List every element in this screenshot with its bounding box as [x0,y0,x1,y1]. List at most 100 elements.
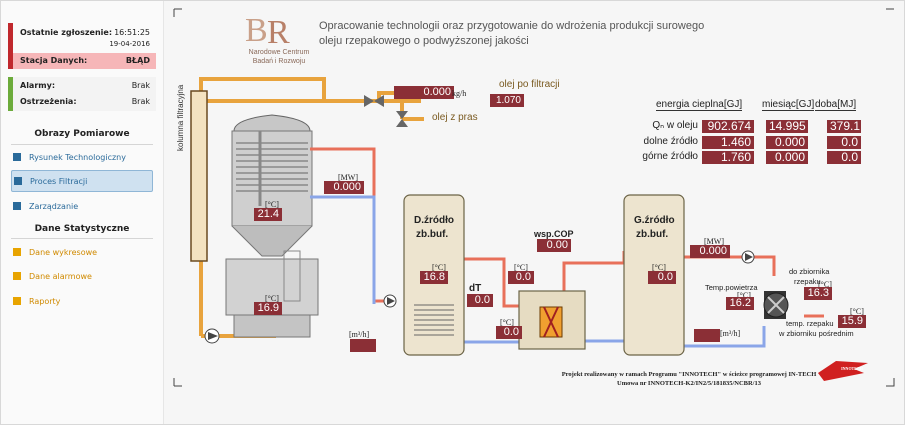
bar-chart-icon [13,297,21,305]
energy-table-header-heat: energia cieplna[GJ] [656,99,743,111]
filtered-oil-value: 1.070 [490,94,524,107]
energy-row-label: Qₙ w oleju [652,120,698,131]
energy-table-header-month: miesiąc[GJ] [762,99,815,111]
energy-row-value: 379.1 [827,120,861,133]
right-power-value: 0.000 [690,245,730,258]
valve-icon [364,95,384,107]
svg-text:R: R [267,14,290,49]
process-view: B R Narodowe Centrum Badań i Rozwoju Opr… [164,1,904,424]
t-hp-in: 0.0 [508,271,534,284]
frame-corners [173,8,895,387]
flow-left-value [350,339,376,352]
rapeseed-label2: w zbiorniku pośrednim [779,329,854,338]
to-tank-temp: 16.3 [804,287,832,300]
nav-item-label: Dane wykresowe [29,247,98,257]
t-hp-out-unit: [°C] [500,318,514,327]
tank-temp-bottom-unit: [°C] [265,294,279,303]
upper-source-temp-unit: [°C] [652,263,666,272]
svg-text:B: B [245,12,268,49]
energy-table-header-day: doba[MJ] [815,99,857,111]
energy-row-value: 0.000 [766,151,808,164]
footer-project-line: Projekt realizowany w ramach Programu "I… [561,371,817,378]
warnings-value: Brak [131,97,150,106]
flow-left-unit: [m³/h] [349,330,370,339]
energy-row-label: górne źródło [642,151,698,162]
nav-item-label: Zarządzanie [29,201,79,211]
rapeseed-temp: 15.9 [838,315,866,328]
nav-item-chart-data[interactable]: Dane wykresowe [11,242,151,262]
alarms-label: Alarmy: [20,81,56,90]
station-status: Stacja Danych: BŁĄD [8,53,156,69]
upper-source-temp: 0.0 [648,271,676,284]
cop-label: wsp.COP [534,229,574,239]
bar-chart-icon [13,248,21,256]
divider [11,144,153,145]
flow-right-value [694,329,720,342]
flow-right-unit: [m³/h] [720,329,741,338]
nav-item-alarm-data[interactable]: Dane alarmowe [11,266,151,286]
energy-row-value: 1.760 [702,151,754,164]
column-label: kolumna filtracyjna [176,84,185,151]
tank-temp-top-unit: [°C] [265,200,279,209]
nav-item-label: Dane alarmowe [29,271,92,281]
nav-section-measurements-title: Obrazy Pomiarowe [34,129,130,139]
chart-icon [13,153,21,161]
warnings-label: Ostrzeżenia: [20,97,77,106]
tank-power-value: 0.000 [324,181,364,194]
dt-value: 0.0 [467,294,493,307]
tank-power-unit: [MW] [338,173,358,182]
to-tank-unit: [°C] [818,280,832,289]
energy-row-value: 0.0 [827,151,861,164]
alarm-status: Alarmy: Brak Ostrzeżenia: Brak [8,77,156,111]
innotech-logo-icon [818,361,868,381]
energy-row-value: 1.460 [702,136,754,149]
logo-line2: Badań i Rozwoju [252,58,306,65]
to-tank-label1: do zbiornika [789,267,830,276]
rapeseed-unit: [°C] [850,307,864,316]
last-report-label: Ostatnie zgłoszenie: [20,28,113,37]
bar-chart-icon [13,272,21,280]
t-hp-out: 0.0 [496,326,522,339]
t-hp-in-unit: [°C] [514,263,528,272]
nav-item-reports[interactable]: Raporty [11,291,151,311]
lower-source-label2: zb.buf. [416,229,449,240]
process-diagram [190,77,868,381]
filtration-column [190,90,208,262]
tank-temp-top: 21.4 [254,208,282,221]
lower-source-label1: D.źródło [414,215,454,226]
energy-row-value: 0.0 [827,136,861,149]
nav-item-label: Proces Filtracji [30,176,88,186]
nav-item-management[interactable]: Zarządzanie [11,196,151,216]
cop-value: 0.00 [537,239,571,252]
divider [11,238,153,239]
dt-label: dT [469,283,482,294]
oil-flow-value: 0.000 [394,86,454,99]
innotech-logo-text: INNOTECH [841,366,863,371]
nav-item-filtration-process[interactable]: Proces Filtracji [11,170,153,192]
air-temp-unit: [°C] [737,291,751,300]
last-report-time: 16:51:25 [114,28,150,37]
air-temp-label: Temp.powietrza [705,283,758,292]
lower-source-temp-unit: [°C] [432,263,446,272]
footer-contract-line: Umowa nr INNOTECH-K2/IN2/5/181835/NCBR/1… [617,380,761,387]
sidebar: Ostatnie zgłoszenie: 16:51:25 19-04-2016… [1,1,164,424]
upper-source-label2: zb.buf. [636,229,669,240]
ncbr-logo-icon: B R [245,12,290,49]
energy-row-value: 0.000 [766,136,808,149]
nav-section-statistics-title: Dane Statystyczne [34,224,130,234]
air-temp: 16.2 [726,297,754,310]
oil-flow-unit: kg/h [452,89,467,98]
alarms-value: Brak [131,81,150,90]
lower-source-temp: 16.8 [420,271,448,284]
valve-icon [396,111,408,127]
status-bar [8,53,13,69]
energy-row-value: 14.995 [766,120,808,133]
right-power-unit: [MW] [704,237,724,246]
nav-item-technological-drawing[interactable]: Rysunek Technologiczny [11,147,151,167]
upper-source-label1: G.źródło [634,215,675,226]
press-oil-label: olej z pras [432,112,478,123]
last-report-status: Ostatnie zgłoszenie: 16:51:25 19-04-2016 [8,23,156,53]
station-label: Stacja Danych: [20,56,88,65]
tank-temp-bottom: 16.9 [254,302,282,315]
